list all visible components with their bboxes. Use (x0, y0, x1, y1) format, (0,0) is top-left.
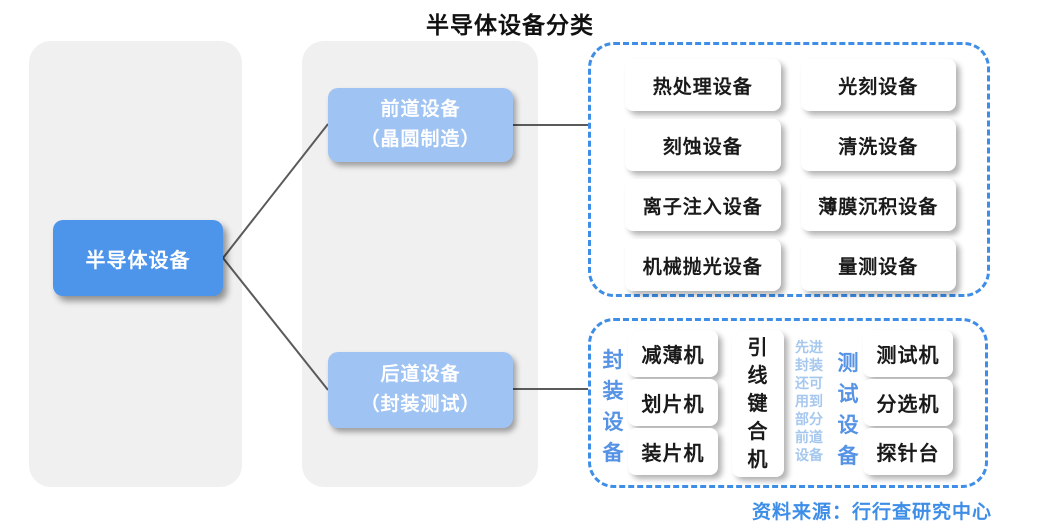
front-end-node: 前道设备 （晶圆制造） (328, 88, 513, 162)
equipment-item-ion-implant: 离子注入设备 (625, 179, 781, 231)
front-end-equipment-group: 热处理设备 光刻设备 刻蚀设备 清洗设备 离子注入设备 薄膜沉积设备 机械抛光设… (588, 42, 990, 297)
equipment-item-wire-bonder: 引线键合机 (732, 330, 784, 477)
testing-group-label: 测试设备 (837, 352, 859, 468)
packaging-items-column: 减薄机 划片机 装片机 (628, 330, 718, 475)
equipment-item-die-bonder: 装片机 (628, 428, 718, 475)
equipment-item-grinder: 减薄机 (628, 330, 718, 377)
equipment-item-deposition: 薄膜沉积设备 (800, 179, 956, 231)
front-end-node-label-line1: 前道设备 (380, 99, 461, 120)
equipment-item-dicing-saw: 划片机 (628, 379, 718, 426)
equipment-item-metrology: 量测设备 (800, 239, 956, 291)
source-credit: 资料来源：行行查研究中心 (751, 502, 992, 523)
equipment-item-lithography: 光刻设备 (800, 59, 956, 111)
equipment-item-etching: 刻蚀设备 (625, 119, 781, 171)
diagram-title: 半导体设备分类 (426, 12, 594, 38)
equipment-item-cmp: 机械抛光设备 (625, 239, 781, 291)
root-node-semiconductor-equipment: 半导体设备 (53, 220, 223, 296)
back-end-node-label-line2: （封装测试） (360, 394, 481, 415)
packaging-group-label: 封装设备 (602, 349, 624, 465)
equipment-item-cleaning: 清洗设备 (800, 119, 956, 171)
testing-items-column: 测试机 分选机 探针台 (863, 330, 953, 475)
wire-bonder-label: 引线键合机 (747, 336, 769, 471)
equipment-item-tester: 测试机 (863, 330, 953, 377)
back-end-equipment-group: 封装设备 减薄机 划片机 装片机 引线键合机 先进封装还可用到部分前道设备 测试… (588, 318, 988, 488)
root-node-label: 半导体设备 (85, 249, 191, 272)
back-end-node: 后道设备 （封装测试） (328, 352, 513, 428)
equipment-item-prober: 探针台 (863, 428, 953, 475)
front-end-node-label-line2: （晶圆制造） (360, 129, 481, 150)
equipment-item-thermal: 热处理设备 (625, 59, 781, 111)
advanced-packaging-note: 先进封装还可用到部分前道设备 (795, 339, 823, 463)
equipment-item-handler: 分选机 (863, 379, 953, 426)
back-end-node-label-line1: 后道设备 (380, 364, 461, 385)
